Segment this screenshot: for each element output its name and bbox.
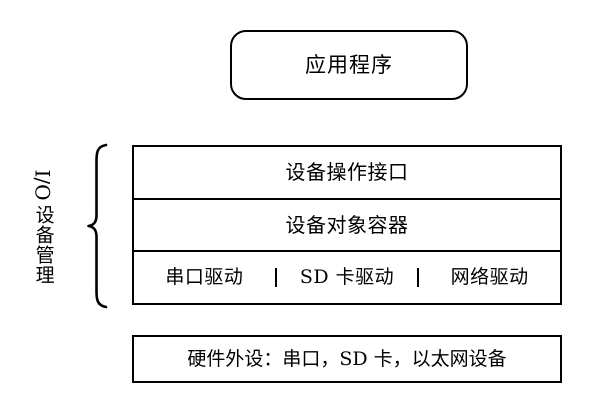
left-curly-brace-icon: [86, 143, 112, 309]
io-label-cjk-text: 设备管理: [32, 205, 55, 285]
driver-row: 串口驱动 SD 卡驱动 网络驱动: [134, 252, 560, 303]
stack-row-device-operation-interface: 设备操作接口: [134, 147, 560, 200]
driver-cell-network: 网络驱动: [419, 268, 560, 287]
driver-cell-sd-card: SD 卡驱动: [277, 266, 420, 289]
hardware-peripherals-box: 硬件外设：串口，SD 卡，以太网设备: [132, 335, 562, 383]
application-box-label: 应用程序: [305, 52, 393, 77]
stack-row-label: 设备操作接口: [285, 160, 409, 185]
driver-cell-label: 串口驱动: [165, 266, 244, 289]
driver-cell-label: SD 卡驱动: [299, 266, 395, 289]
io-device-management-label: I/O 设备管理: [26, 140, 60, 312]
driver-cell-serial-port: 串口驱动: [134, 266, 277, 289]
io-label-latin-text: I/O: [30, 169, 55, 201]
application-box: 应用程序: [230, 30, 468, 100]
driver-cell-label: 网络驱动: [450, 266, 529, 289]
stack-row-label: 设备对象容器: [285, 213, 409, 237]
hardware-peripherals-label: 硬件外设：串口，SD 卡，以太网设备: [187, 347, 507, 370]
stack-row-device-object-container: 设备对象容器: [134, 200, 560, 253]
io-management-stack: 设备操作接口 设备对象容器 串口驱动 SD 卡驱动 网络驱动: [132, 145, 562, 305]
